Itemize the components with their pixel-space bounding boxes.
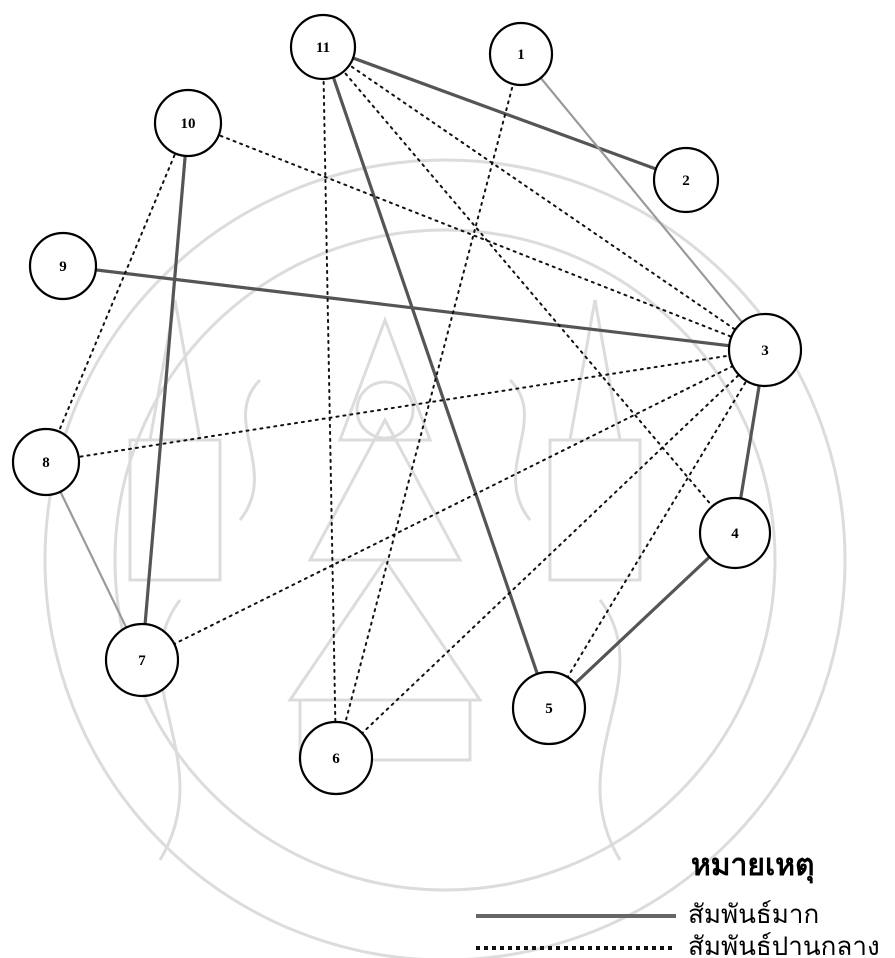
node-label-6: 6 — [332, 751, 340, 767]
edge-11-4 — [323, 47, 735, 533]
node-label-3: 3 — [761, 343, 769, 359]
node-label-7: 7 — [138, 653, 146, 669]
node-1: 1 — [490, 23, 552, 85]
node-label-9: 9 — [59, 259, 67, 275]
edge-1-6 — [336, 54, 521, 758]
edge-4-5 — [549, 533, 735, 708]
legend-item-medium: สัมพันธ์ปานกลาง — [476, 926, 895, 958]
node-5: 5 — [513, 672, 585, 744]
legend-medium-label: สัมพันธ์ปานกลาง — [688, 926, 880, 958]
node-3: 3 — [729, 314, 801, 386]
nodes-layer: 1 2 3 4 5 6 7 8 9 10 11 — [13, 15, 801, 794]
legend-strong-swatch — [476, 914, 676, 918]
node-label-1: 1 — [517, 47, 525, 63]
node-6: 6 — [300, 722, 372, 794]
edge-11-6 — [323, 47, 336, 758]
legend-medium-swatch — [476, 946, 676, 950]
node-10: 10 — [155, 90, 221, 156]
edge-8-3 — [46, 350, 765, 462]
node-4: 4 — [700, 498, 770, 568]
node-label-11: 11 — [316, 40, 330, 56]
node-label-2: 2 — [682, 173, 690, 189]
node-7: 7 — [106, 624, 178, 696]
legend: หมายเหตุ สัมพันธ์มาก สัมพันธ์ปานกลาง — [476, 842, 895, 958]
legend-title: หมายเหตุ — [691, 842, 815, 889]
edge-11-5 — [323, 47, 549, 708]
node-label-5: 5 — [545, 701, 553, 717]
node-9: 9 — [30, 233, 96, 299]
edge-1-3 — [521, 54, 765, 350]
node-label-4: 4 — [731, 526, 739, 542]
node-label-8: 8 — [42, 455, 50, 471]
node-11: 11 — [291, 15, 355, 79]
node-8: 8 — [13, 429, 79, 495]
edge-10-7 — [142, 123, 188, 660]
node-label-10: 10 — [181, 116, 196, 132]
node-2: 2 — [654, 148, 718, 212]
